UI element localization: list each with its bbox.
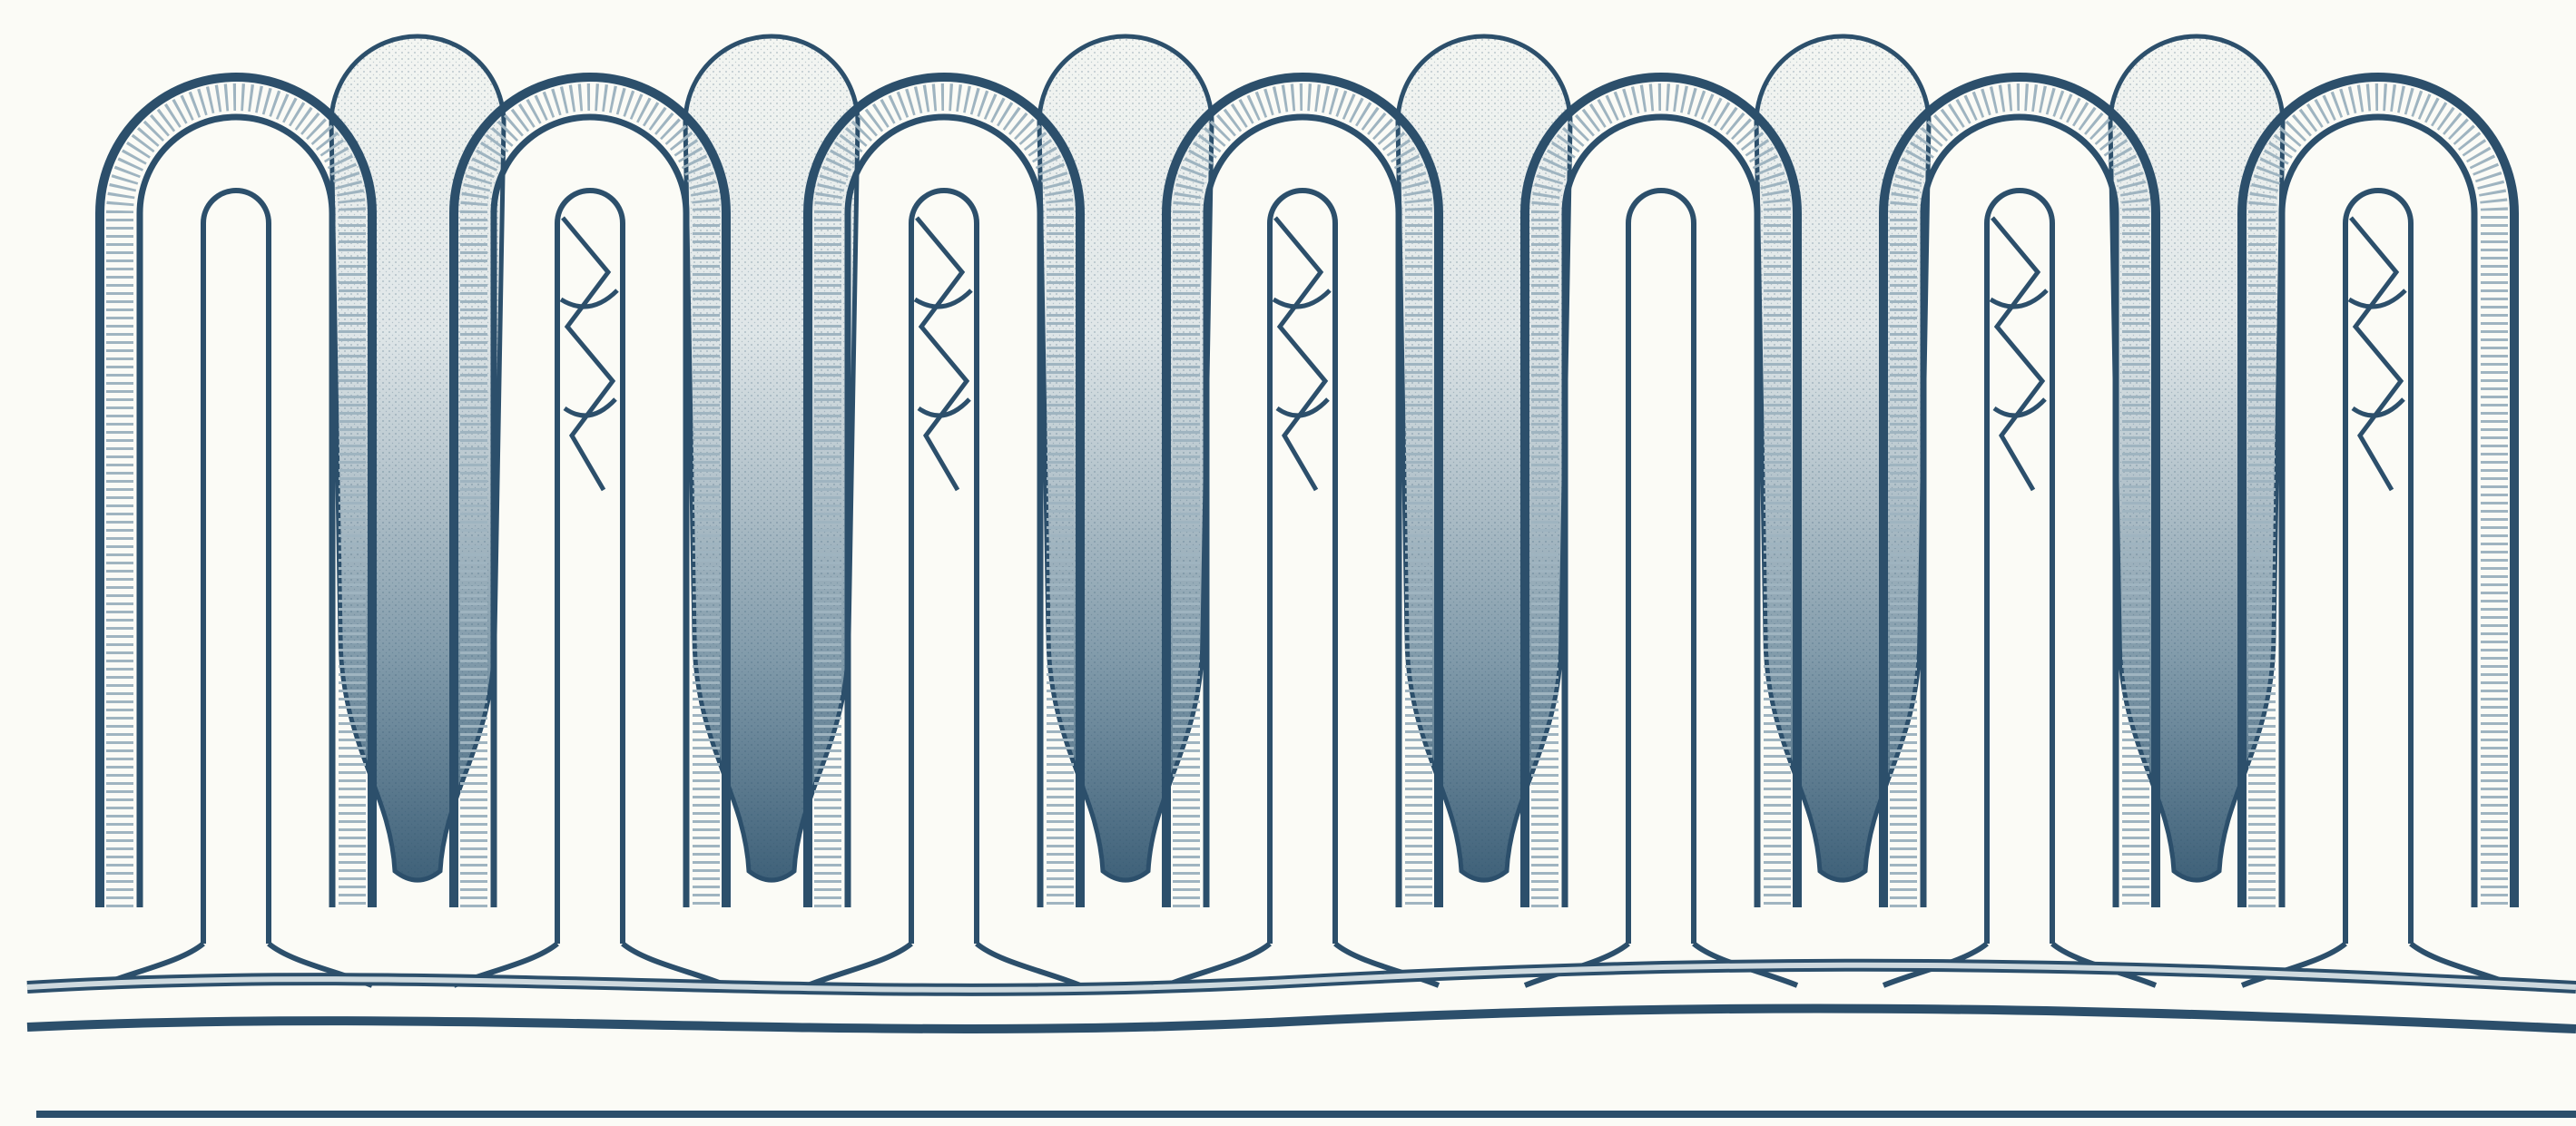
intestinal-villi-diagram <box>0 0 2576 1126</box>
